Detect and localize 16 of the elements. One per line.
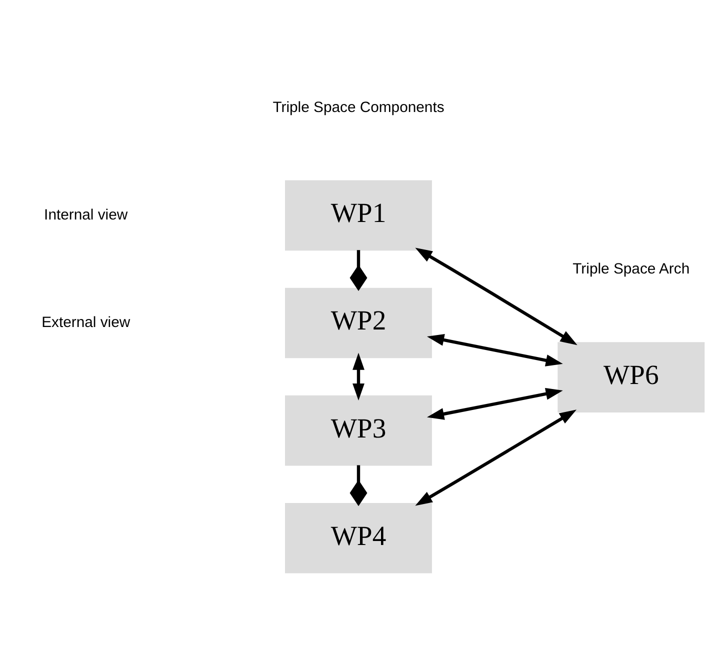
node-box: WP4 (285, 502, 432, 573)
node-box: WP1 (285, 180, 432, 250)
label: Internal view (44, 206, 128, 223)
arrow (426, 387, 563, 420)
label: Triple Space Arch (572, 261, 690, 278)
connector (350, 250, 368, 290)
arrow (415, 247, 578, 345)
arrow (352, 352, 364, 400)
arrow (426, 334, 563, 366)
arrow (415, 409, 577, 506)
label: External view (42, 314, 130, 330)
node-box: WP6 (558, 342, 705, 412)
label: Triple Space Components (272, 99, 444, 116)
node-box: WP3 (285, 394, 432, 466)
node-box: WP2 (285, 287, 432, 358)
connector (350, 464, 368, 506)
